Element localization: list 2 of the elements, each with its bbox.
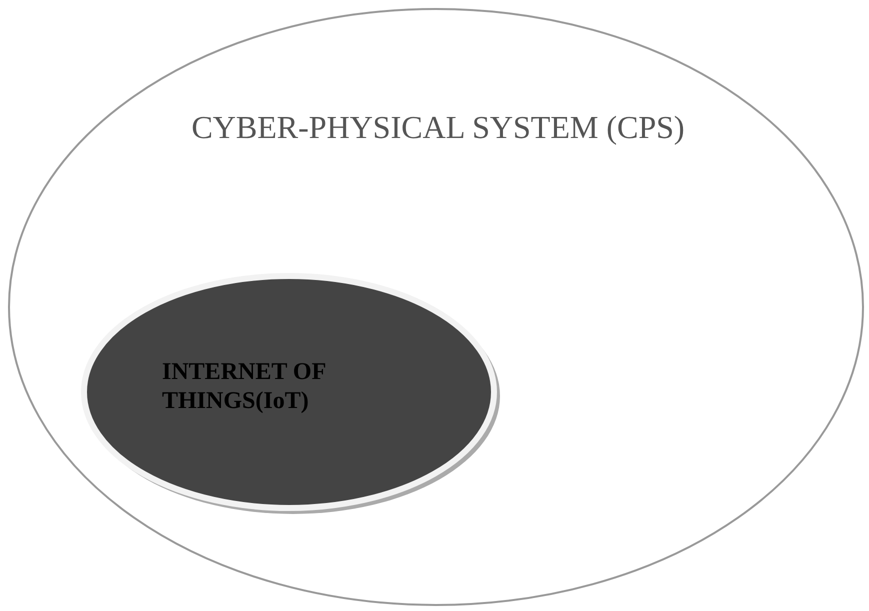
region-label: CYBER-PHYSICAL SYSTEM (CPS) [190, 108, 686, 146]
region-label: INTERNET OF THINGS(IoT) [162, 358, 326, 416]
